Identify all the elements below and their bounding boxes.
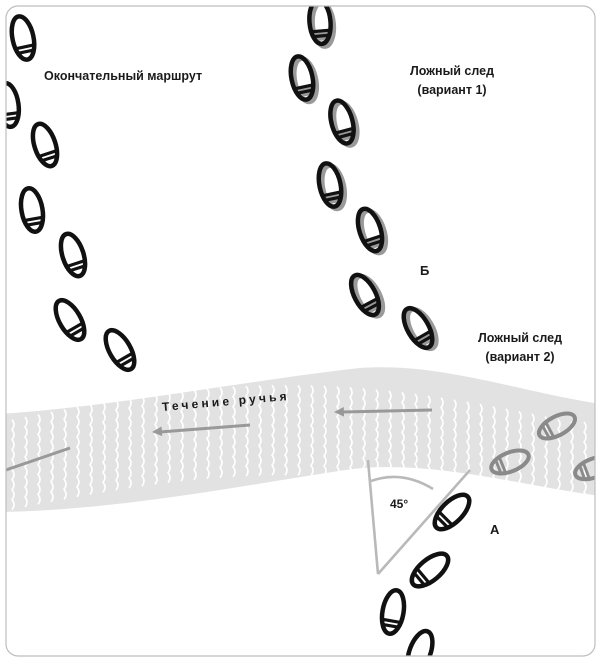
angle-text: 45° xyxy=(390,497,409,511)
ripple-line xyxy=(517,410,522,502)
ripple-line xyxy=(140,395,145,487)
false-trail-1-variant: (вариант 1) xyxy=(417,83,487,97)
footprint-icon xyxy=(287,54,320,105)
stream-ripples xyxy=(10,384,599,513)
footprint-icon xyxy=(50,296,90,345)
ripple-line xyxy=(309,385,314,477)
flow-arrows xyxy=(6,407,433,472)
footprint-icon xyxy=(403,628,438,657)
angle-diagonal-line xyxy=(377,469,471,575)
angle-label: 45° xyxy=(390,497,408,511)
point-a-footprints xyxy=(379,489,475,657)
ripple-line xyxy=(387,390,392,482)
ripple-line xyxy=(244,385,249,477)
false-trail-2-label: Ложный след (вариант 2) xyxy=(460,329,580,367)
footprint-icon xyxy=(56,231,90,279)
footprint-icon xyxy=(353,205,390,257)
false-trail-1-title: Ложный след xyxy=(409,64,495,78)
ripple-line xyxy=(270,384,275,476)
ripple-line xyxy=(153,393,158,485)
footprint-icon xyxy=(8,14,38,61)
ripple-line xyxy=(400,391,405,483)
false-trail-2-variant: (вариант 2) xyxy=(485,350,555,364)
angle-marker xyxy=(366,459,471,575)
footprint-icon xyxy=(345,269,388,322)
ripple-line xyxy=(296,384,301,476)
ripple-line xyxy=(75,406,80,498)
final-route-label: Окончательный маршрут xyxy=(44,67,204,86)
ripple-line xyxy=(478,403,483,495)
ripple-line xyxy=(439,397,444,489)
point-b-label: Б xyxy=(420,263,429,278)
ripple-line xyxy=(166,392,171,484)
footprint-icon xyxy=(398,302,442,355)
ripple-line xyxy=(465,401,470,493)
ripple-line xyxy=(231,386,236,478)
footprint-icon xyxy=(379,589,407,636)
angle-vertical-line xyxy=(366,459,380,575)
ripple-line xyxy=(192,389,197,481)
ripple-line xyxy=(335,386,340,478)
footprint-icon xyxy=(18,187,46,234)
final-route-text: Окончательный маршрут xyxy=(44,69,203,83)
ripple-line xyxy=(218,387,223,479)
ripple-line xyxy=(452,399,457,491)
ripple-line xyxy=(101,401,106,493)
ripple-line xyxy=(205,388,210,480)
ripple-line xyxy=(491,405,496,497)
ripple-line xyxy=(10,419,15,511)
ripple-line xyxy=(361,387,366,479)
ripple-line xyxy=(127,397,132,489)
point-a-label: А xyxy=(490,522,499,537)
footprint-icon xyxy=(315,161,348,212)
false-trail-2-title: Ложный след xyxy=(477,331,563,345)
footprint-icon xyxy=(326,97,361,149)
footprint-icon xyxy=(406,548,453,592)
ripple-line xyxy=(88,404,93,496)
ripple-line xyxy=(62,408,67,500)
ripple-line xyxy=(283,384,288,476)
false-trail-1-footprints xyxy=(287,0,442,355)
ripple-line xyxy=(348,386,353,478)
ripple-line xyxy=(322,385,327,477)
footprint-icon xyxy=(100,326,140,375)
ripple-line xyxy=(569,421,574,513)
flow-arrow xyxy=(152,423,251,437)
ripple-line xyxy=(530,413,535,505)
footprint-icon xyxy=(0,82,21,128)
footprint-icon xyxy=(28,121,62,169)
flow-arrow-tail xyxy=(6,446,71,472)
ripple-line xyxy=(49,411,54,503)
ripple-line xyxy=(114,399,119,491)
ripple-line xyxy=(257,385,262,477)
flow-arrow xyxy=(334,407,433,417)
ripple-line xyxy=(597,422,599,512)
point-a-text: А xyxy=(490,522,500,537)
ripple-line xyxy=(374,389,379,481)
ripple-line xyxy=(179,390,184,482)
false-trail-1-label: Ложный след (вариант 1) xyxy=(392,62,512,100)
diagram-frame xyxy=(5,5,596,657)
point-b-text: Б xyxy=(420,263,430,278)
footprint-icon xyxy=(308,0,336,48)
angle-arc xyxy=(370,475,434,491)
footprint-icon xyxy=(429,489,475,535)
